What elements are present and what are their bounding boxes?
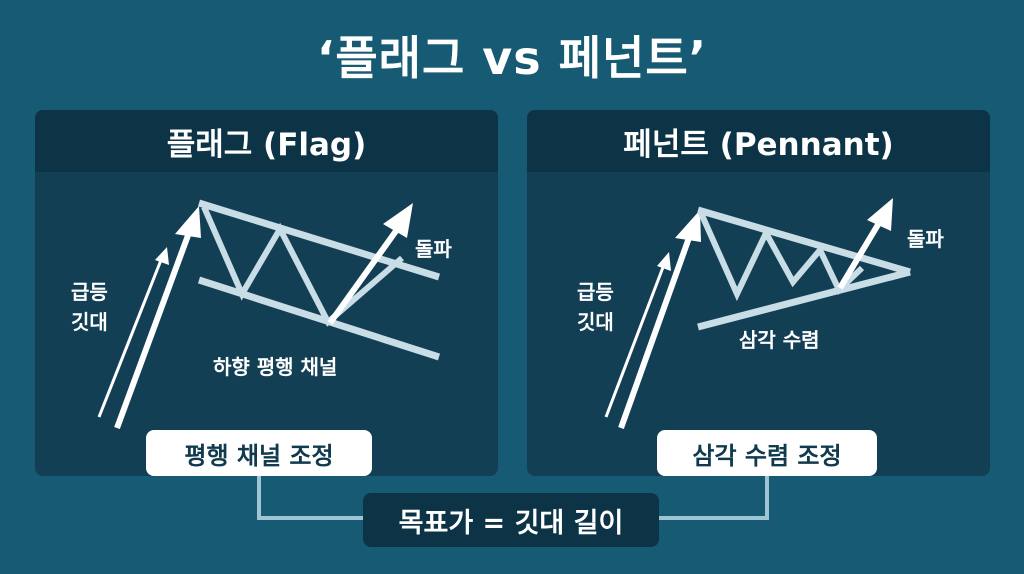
- flag-panel: 플래그 (Flag) 급등 깃대 돌파 하향 평행 채널: [35, 110, 498, 476]
- pennant-diagram: [604, 198, 911, 430]
- pennant-pole-label-1: 급등: [577, 280, 614, 304]
- pennant-panel: 페넌트 (Pennant) 급등 깃대 돌파 삼각 수렴: [527, 110, 990, 476]
- pennant-pole-label-2: 깃대: [577, 310, 614, 334]
- pennant-breakout-label: 돌파: [907, 227, 944, 251]
- flag-pole-label-1: 급등: [71, 280, 108, 304]
- target-price-box: 목표가 = 깃대 길이: [363, 493, 659, 547]
- flag-breakout-label: 돌파: [415, 237, 452, 261]
- flag-pole-label-2: 깃대: [71, 310, 108, 334]
- flag-diagram: [97, 199, 441, 430]
- page-title: ‘플래그 vs 페넌트’: [316, 31, 708, 85]
- flag-summary-pill: 평행 채널 조정: [146, 430, 372, 476]
- pennant-summary-pill: 삼각 수렴 조정: [657, 430, 877, 476]
- flag-shape-label: 하향 평행 채널: [213, 355, 338, 379]
- arrow-head-icon: [155, 247, 169, 265]
- pennant-panel-title: 페넌트 (Pennant): [527, 110, 990, 172]
- flag-panel-title: 플래그 (Flag): [35, 110, 498, 172]
- pennant-shape-label: 삼각 수렴: [739, 328, 820, 352]
